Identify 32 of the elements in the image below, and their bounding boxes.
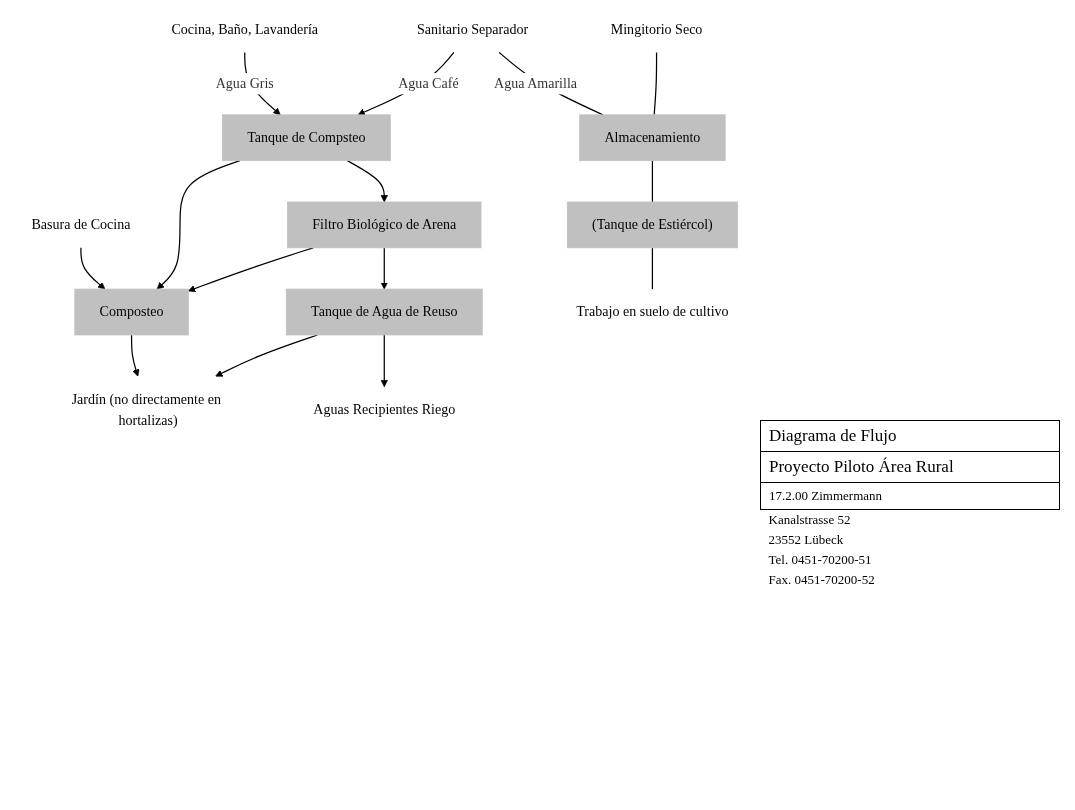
node-box: Almacenamiento: [579, 114, 726, 162]
edge-label: Agua Gris: [215, 75, 274, 92]
edge-label: Agua Café: [398, 75, 459, 92]
node-box: Tanque de Agua de Reuso: [285, 288, 483, 336]
arrow: [188, 247, 314, 293]
node-text: Trabajo en suelo de cultivo: [576, 303, 729, 320]
node-text: Jardín (no directamente en hortalizas): [71, 391, 221, 428]
node-text: Sanitario Separador: [416, 21, 529, 38]
address-line: Kanalstrasse 52: [760, 509, 1060, 530]
connector: [651, 160, 654, 203]
title-block-cell: Diagrama de Flujo: [760, 420, 1060, 452]
arrow: [380, 247, 388, 290]
node-box: (Tanque de Estiércol): [566, 201, 738, 249]
node-text: Mingitorio Seco: [610, 21, 703, 38]
node-box: Filtro Biológico de Arena: [287, 201, 482, 249]
node-text: Basura de Cocina: [31, 216, 131, 233]
arrow: [346, 160, 388, 203]
connector: [651, 247, 654, 290]
node-text: Aguas Recipientes Riego: [313, 401, 456, 418]
node-box: Composteo: [74, 288, 189, 336]
address-line: 23552 Lübeck: [767, 531, 845, 549]
arrow: [380, 334, 388, 388]
edge-label: Agua Amarilla: [494, 75, 578, 92]
address-line: Tel. 0451-70200-51: [767, 551, 873, 569]
arrow: [156, 160, 241, 290]
connector: [653, 51, 658, 116]
arrow: [130, 334, 140, 377]
arrow: [80, 247, 106, 290]
node-box: Tanque de Compsteo: [222, 114, 391, 162]
address-line: Fax. 0451-70200-52: [767, 571, 876, 589]
node-text: Cocina, Baño, Lavandería: [171, 21, 319, 38]
title-block-cell: Proyecto Piloto Área Rural: [760, 451, 1060, 483]
